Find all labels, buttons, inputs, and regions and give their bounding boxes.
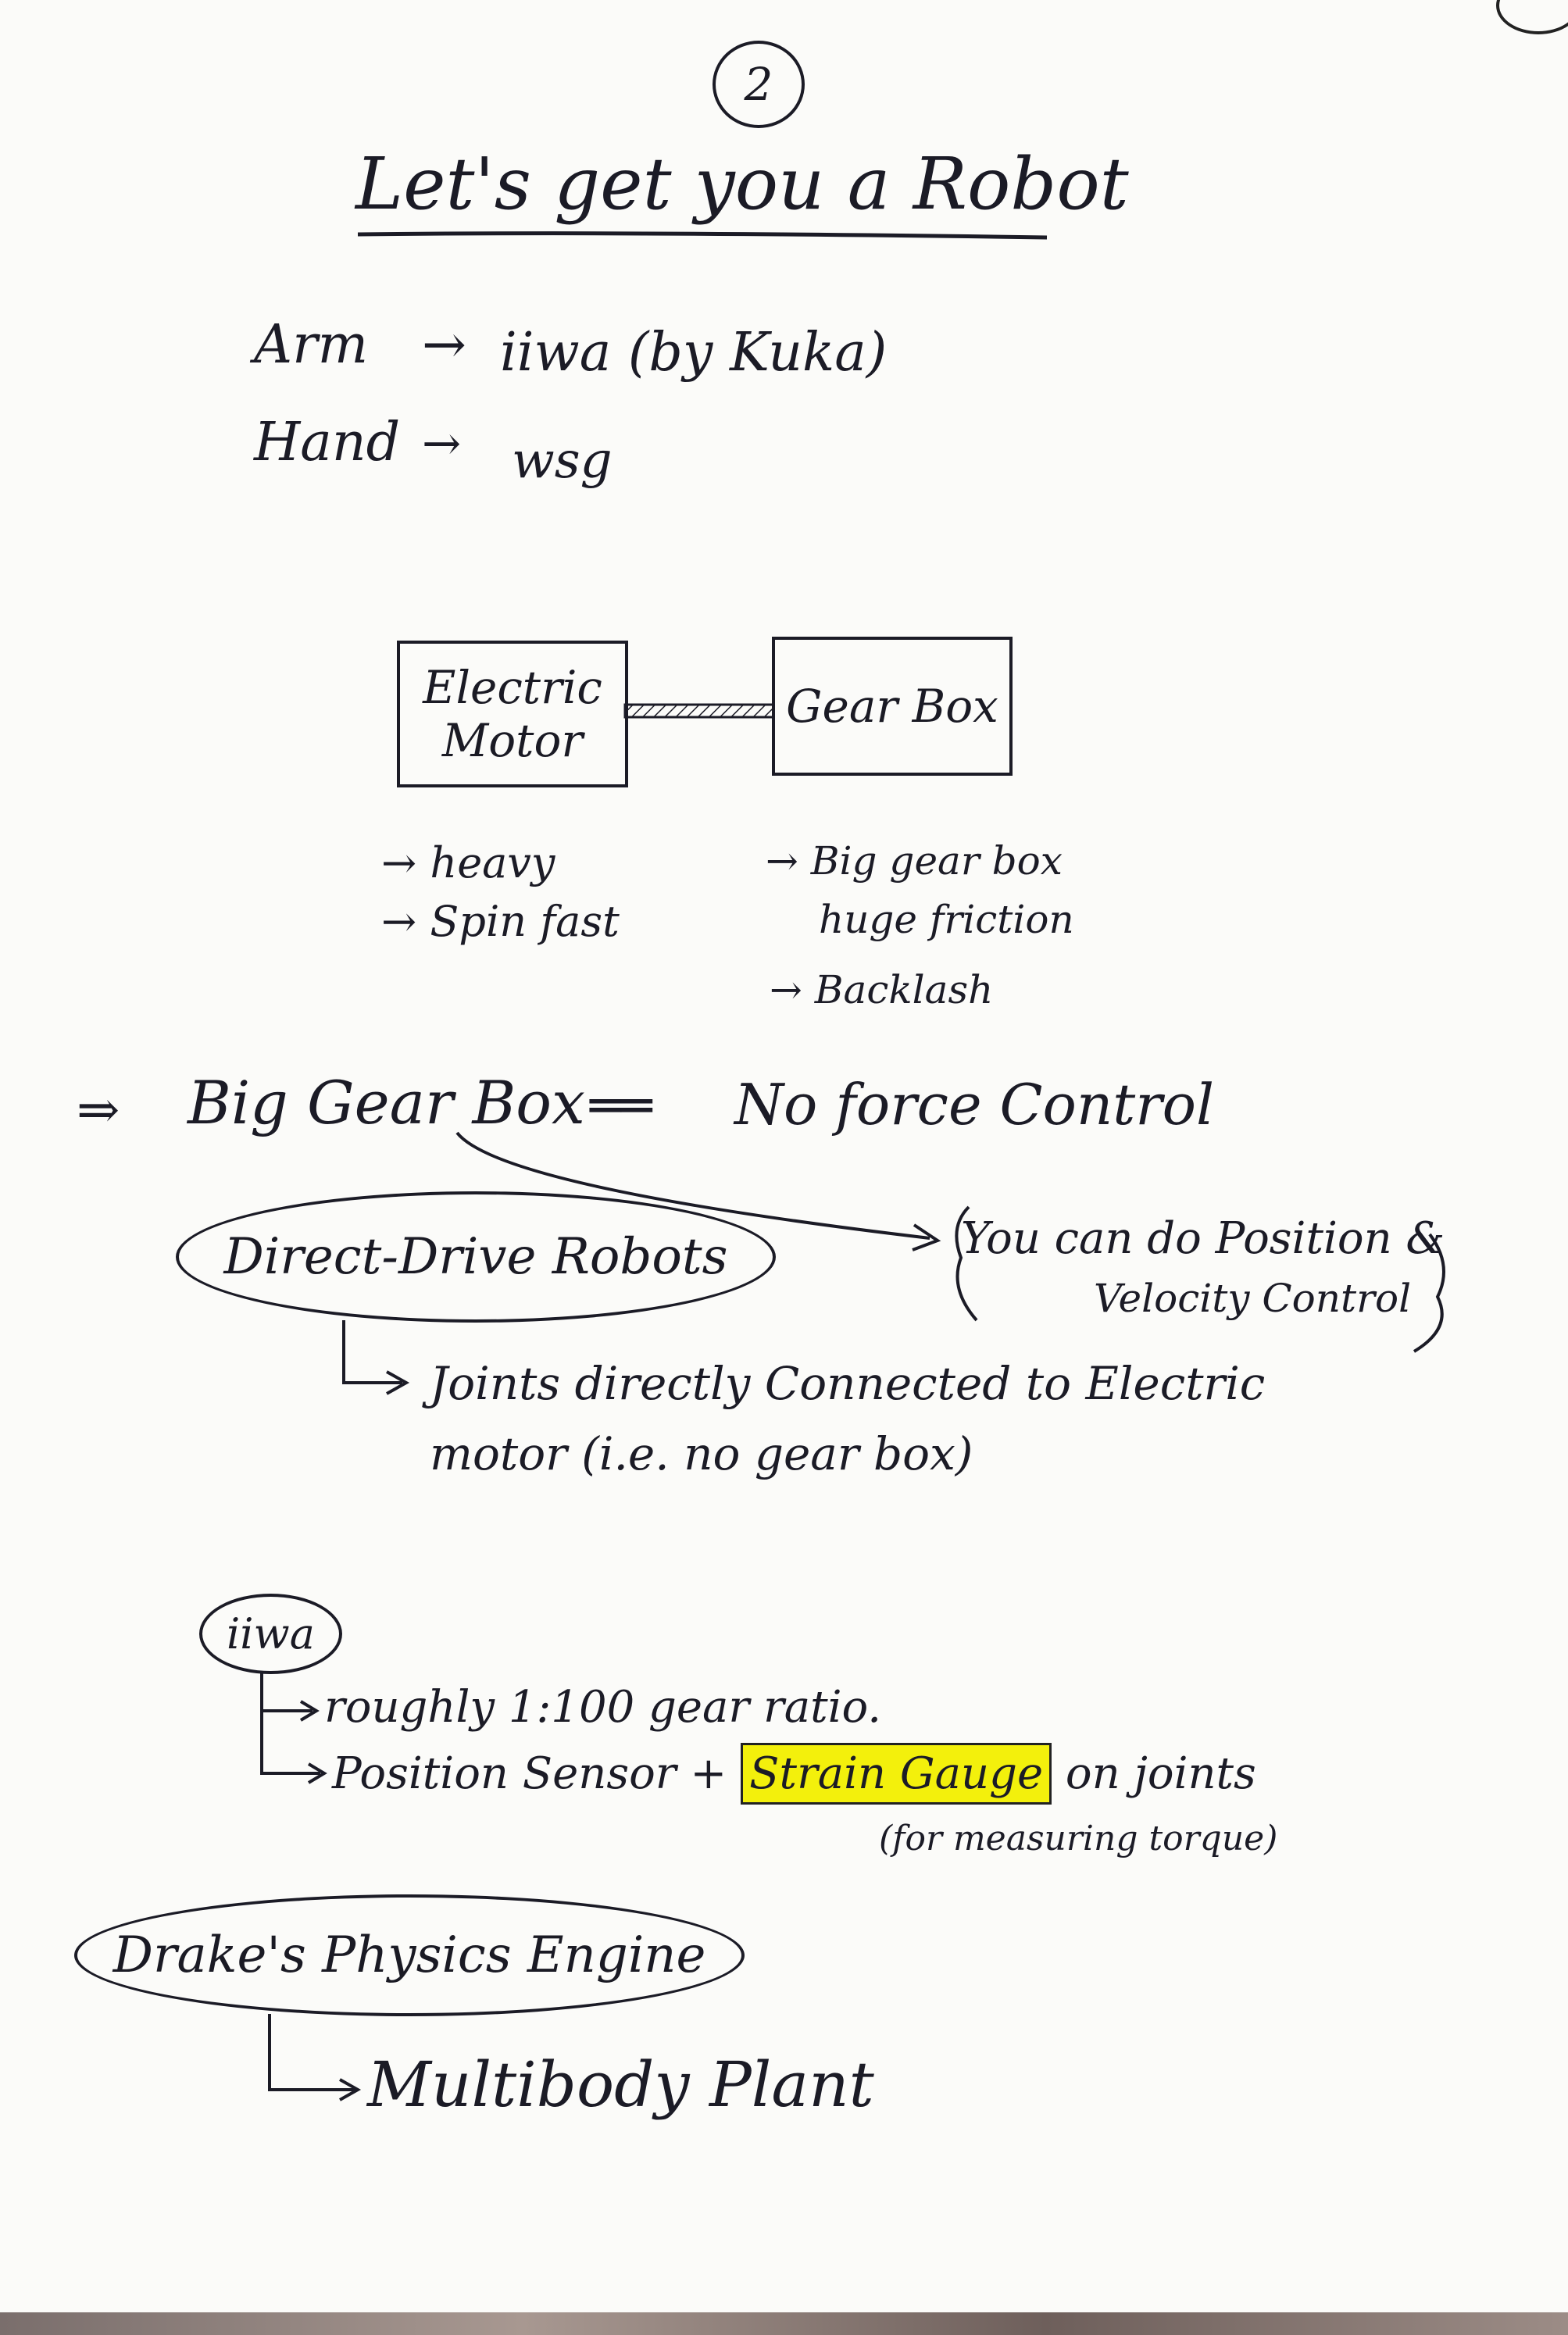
gearbox-label: Gear Box (786, 680, 998, 733)
motor-note-text: heavy (430, 838, 555, 887)
multibody-plant: Multibody Plant (367, 2048, 874, 2121)
conclusion-left: Big Gear Box (188, 1068, 585, 1137)
page-number: 2 (744, 58, 773, 111)
equals-bar-icon: ══ (590, 1076, 652, 1136)
aside-line2: Velocity Control (1094, 1276, 1412, 1321)
motor-note-spin: → Spin fast (381, 897, 620, 946)
iiwa-torque-note: (for measuring torque) (879, 1819, 1278, 1858)
gearbox-note-backlash: → Backlash (770, 967, 994, 1012)
drake-label: Drake's Physics Engine (113, 1926, 706, 1984)
hand-value: wsg (512, 432, 613, 490)
direct-drive-oval: Direct-Drive Robots (176, 1191, 776, 1323)
drake-oval: Drake's Physics Engine (74, 1894, 745, 2016)
corner-page-mark (1496, 0, 1568, 34)
strain-gauge-highlight: Strain Gauge (741, 1743, 1052, 1805)
motor-note-text: Spin fast (430, 897, 620, 946)
direct-drive-desc-line2: motor (i.e. no gear box) (430, 1427, 973, 1480)
desk-edge (0, 2312, 1568, 2335)
arrow-icon: → (422, 416, 462, 471)
iiwa-label: iiwa (227, 1609, 315, 1658)
gearbox-note-friction: huge friction (819, 897, 1074, 942)
electric-motor-box: Electric Motor (397, 641, 628, 787)
direct-drive-desc-line1: Joints directly Connected to Electric (430, 1357, 1266, 1410)
iiwa-item-gear-ratio: roughly 1:100 gear ratio. (324, 1682, 882, 1733)
motor-label-line2: Motor (441, 714, 584, 767)
conclusion-right: No force Control (734, 1072, 1215, 1137)
direct-drive-label: Direct-Drive Robots (223, 1228, 728, 1286)
gearbox-note-text: Big gear box (810, 838, 1063, 884)
sensor-text: Position Sensor + (332, 1748, 727, 1799)
gear-box-box: Gear Box (772, 637, 1013, 776)
implies-arrow-icon: ⇒ (77, 1080, 120, 1140)
arm-value: iiwa (by Kuka) (500, 322, 888, 384)
iiwa-item-sensors: Position Sensor + Strain Gauge on joints (332, 1743, 1256, 1805)
page-number-circle: 2 (713, 41, 805, 128)
sensor-text-post: on joints (1065, 1748, 1256, 1799)
iiwa-oval: iiwa (199, 1594, 342, 1674)
arrow-icon: → (422, 314, 466, 376)
hand-label: Hand (254, 412, 401, 473)
arm-label: Arm (254, 314, 369, 376)
motor-label-line1: Electric (423, 661, 602, 714)
aside-line1: You can do Position & (961, 1213, 1445, 1264)
page-title: Let's get you a Robot (355, 142, 1129, 226)
motor-note-heavy: → heavy (381, 838, 555, 887)
gearbox-note-text: Backlash (814, 967, 994, 1012)
gearbox-note-big: → Big gear box (766, 838, 1063, 884)
